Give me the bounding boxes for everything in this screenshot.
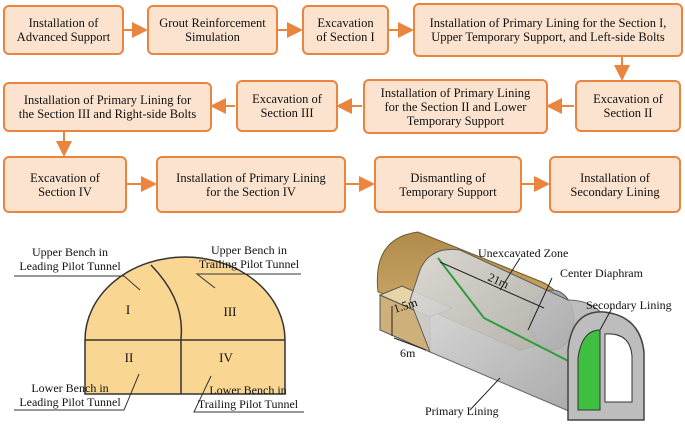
step-primary-lining-section-iv: Installation of Primary Lining for the S… — [156, 156, 346, 213]
dim-length-line — [439, 261, 545, 309]
tunnel-opening-left — [577, 329, 601, 411]
step-excavation-section-i: Excavation of Section I — [302, 5, 389, 55]
center-diaphragm-label: Center Diaphram — [560, 266, 643, 280]
step-primary-lining-section-i: Installation of Primary Lining for the S… — [413, 3, 683, 57]
leader-unexcavated — [499, 257, 521, 291]
dim-width-text: 6m — [400, 346, 416, 360]
step-primary-lining-section-ii: Installation of Primary Lining for the S… — [363, 79, 548, 134]
unexcavated-zone-label: Unexcavated Zone — [478, 246, 569, 260]
center-diaphragm-line — [437, 257, 593, 403]
primary-lining-label: Primary Lining — [425, 404, 499, 418]
step-advanced-support: Installation of Advanced Support — [3, 5, 124, 55]
leader-lower-trailing — [193, 375, 304, 413]
upper-trailing-label: Upper Bench in Trailing Pilot Tunnel — [198, 243, 300, 271]
tunnel-opening-right — [604, 333, 633, 403]
dim-width-line — [393, 337, 427, 351]
tunnel-section-outline — [84, 256, 286, 395]
leader-diaphragm — [527, 277, 553, 331]
step-dismantle-temporary-support: Dismantling of Temporary Support — [374, 156, 522, 213]
upper-leading-label: Upper Bench in Leading Pilot Tunnel — [19, 245, 121, 273]
step-primary-lining-section-iii: Installation of Primary Lining for the S… — [3, 82, 212, 132]
leader-upper-leading — [14, 275, 141, 291]
leader-upper-trailing — [195, 273, 301, 289]
lower-leading-label: Lower Bench in Leading Pilot Tunnel — [19, 381, 121, 409]
step-grout-reinforcement: Grout Reinforcement Simulation — [147, 5, 278, 55]
leader-secondary — [599, 307, 613, 331]
secondary-lining-label: Secondary Lining — [586, 298, 672, 312]
center-partition-line — [150, 264, 183, 394]
region-iii-label: III — [224, 304, 237, 319]
leader-primary — [469, 377, 501, 411]
step-excavation-section-iii: Excavation of Section III — [236, 80, 338, 132]
step-excavation-section-iv: Excavation of Section IV — [3, 156, 127, 213]
step-secondary-lining: Installation of Secondary Lining — [549, 156, 681, 213]
step-excavation-section-ii: Excavation of Section II — [575, 80, 681, 132]
region-iv-label: IV — [219, 350, 233, 365]
region-ii-label: II — [125, 350, 134, 365]
region-i-label: I — [126, 302, 130, 317]
leader-lower-leading — [14, 373, 140, 411]
lower-trailing-label: Lower Bench in Trailing Pilot Tunnel — [197, 383, 299, 411]
